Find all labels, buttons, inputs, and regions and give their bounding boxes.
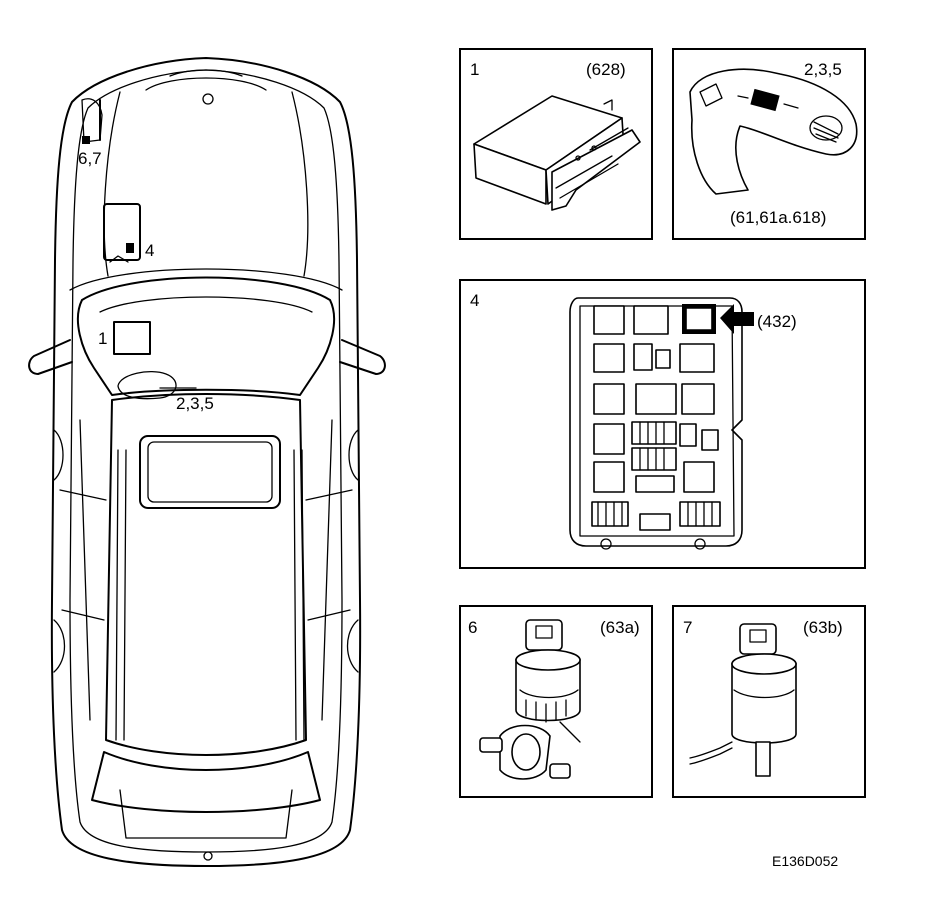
panel-7-number: 7 — [683, 618, 692, 637]
panel-4-number: 4 — [470, 291, 479, 310]
panel-7-code: (63b) — [803, 618, 843, 637]
label-6-7: 6,7 — [78, 149, 102, 168]
marker-1-module — [113, 321, 151, 355]
relay-box-illustration — [569, 297, 754, 550]
control-module-illustration — [473, 95, 641, 211]
marker-4-fuse-box — [103, 203, 141, 263]
marker-2-3-5-overhead — [117, 371, 197, 400]
label-1: 1 — [98, 329, 107, 348]
label-2-3-5: 2,3,5 — [176, 394, 214, 413]
panel-6-number: 6 — [468, 618, 477, 637]
car-top-view: 6,7 4 1 2,3,5 — [28, 57, 386, 867]
sunroof — [139, 435, 281, 509]
washer-pump-7-illustration — [689, 623, 797, 777]
panel-2-code: (61,61a.618) — [730, 208, 826, 227]
roof — [105, 393, 307, 756]
label-4: 4 — [145, 241, 154, 260]
panel-7-pump: 7 (63b) — [672, 605, 866, 798]
panel-6-code: (63a) — [600, 618, 640, 637]
car-body-outline — [50, 57, 362, 867]
figure-id: E136D052 — [772, 853, 838, 869]
panel-1-module: 1 (628) — [459, 48, 653, 240]
marker-6-7 — [82, 99, 101, 144]
right-mirror — [339, 339, 386, 375]
overhead-console-illustration — [689, 68, 858, 195]
rear-window — [91, 751, 321, 813]
panel-4-code: (432) — [757, 312, 797, 331]
panel-2-number: 2,3,5 — [804, 60, 842, 79]
washer-pump-6-illustration — [479, 619, 581, 780]
panel-1-number: 1 — [470, 60, 479, 79]
panel-6-pump: 6 (63a) — [459, 605, 653, 798]
left-mirror — [28, 339, 73, 375]
windshield — [77, 276, 335, 396]
panel-4-relay-box: 4 (432) — [459, 279, 866, 569]
arrow-icon — [720, 304, 754, 334]
panel-1-code: (628) — [586, 60, 626, 79]
panel-2-3-5-console: 2,3,5 (61,61a.618) — [672, 48, 866, 240]
